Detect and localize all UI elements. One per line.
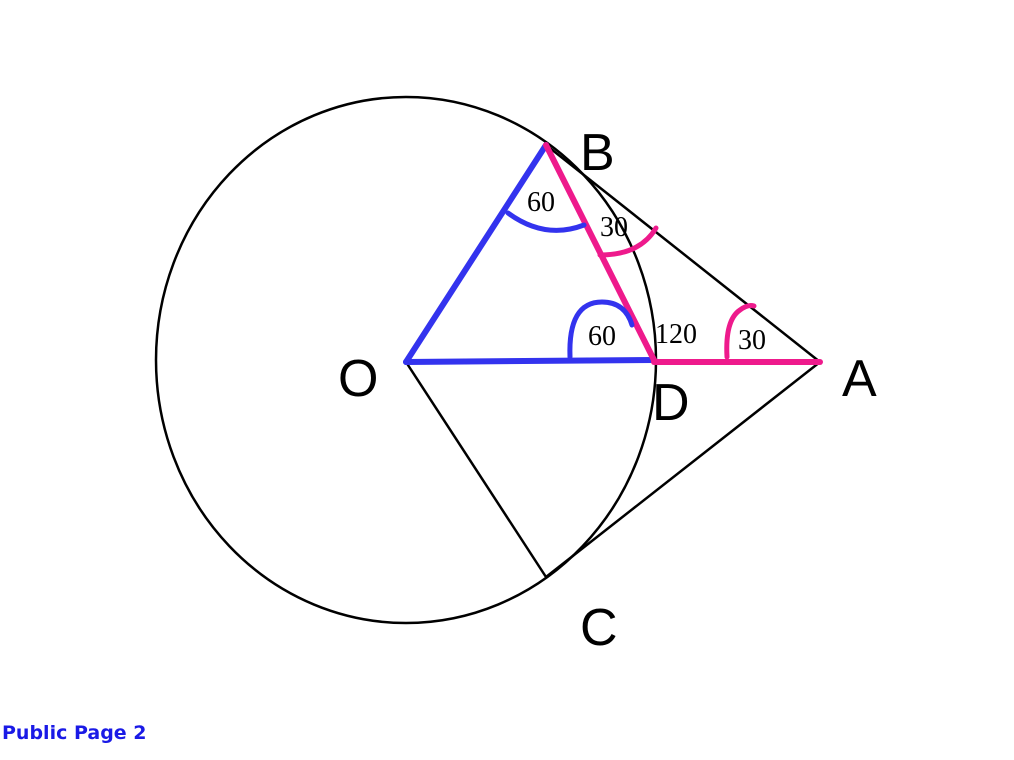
angle-label-dab: 30: [738, 325, 766, 356]
point-label-d: D: [652, 374, 690, 432]
angle-label-dba: 30: [600, 212, 628, 243]
angle-arc-odb: [567, 299, 635, 360]
tangent-segment-ba: [545, 144, 821, 363]
angle-arc-obd: [505, 210, 587, 233]
angle-label-obd: 60: [527, 187, 555, 218]
angle-label-bda: 120: [655, 319, 697, 350]
tangent-segment-ca: [545, 361, 821, 578]
segment-od: [403, 357, 657, 365]
segment-ob: [403, 142, 549, 365]
geometry-diagram: B O D A C 60 30 60 120 30: [154, 95, 877, 657]
point-label-a: A: [842, 350, 877, 408]
point-label-o: O: [338, 350, 378, 408]
point-label-b: B: [580, 124, 615, 182]
public-page-link[interactable]: Public Page 2: [2, 722, 147, 744]
angle-arc-dba: [597, 225, 659, 258]
radius-segment-oc: [404, 361, 548, 578]
point-label-c: C: [580, 599, 618, 657]
angle-arc-dab: [724, 303, 757, 360]
angle-label-odb: 60: [588, 321, 616, 352]
